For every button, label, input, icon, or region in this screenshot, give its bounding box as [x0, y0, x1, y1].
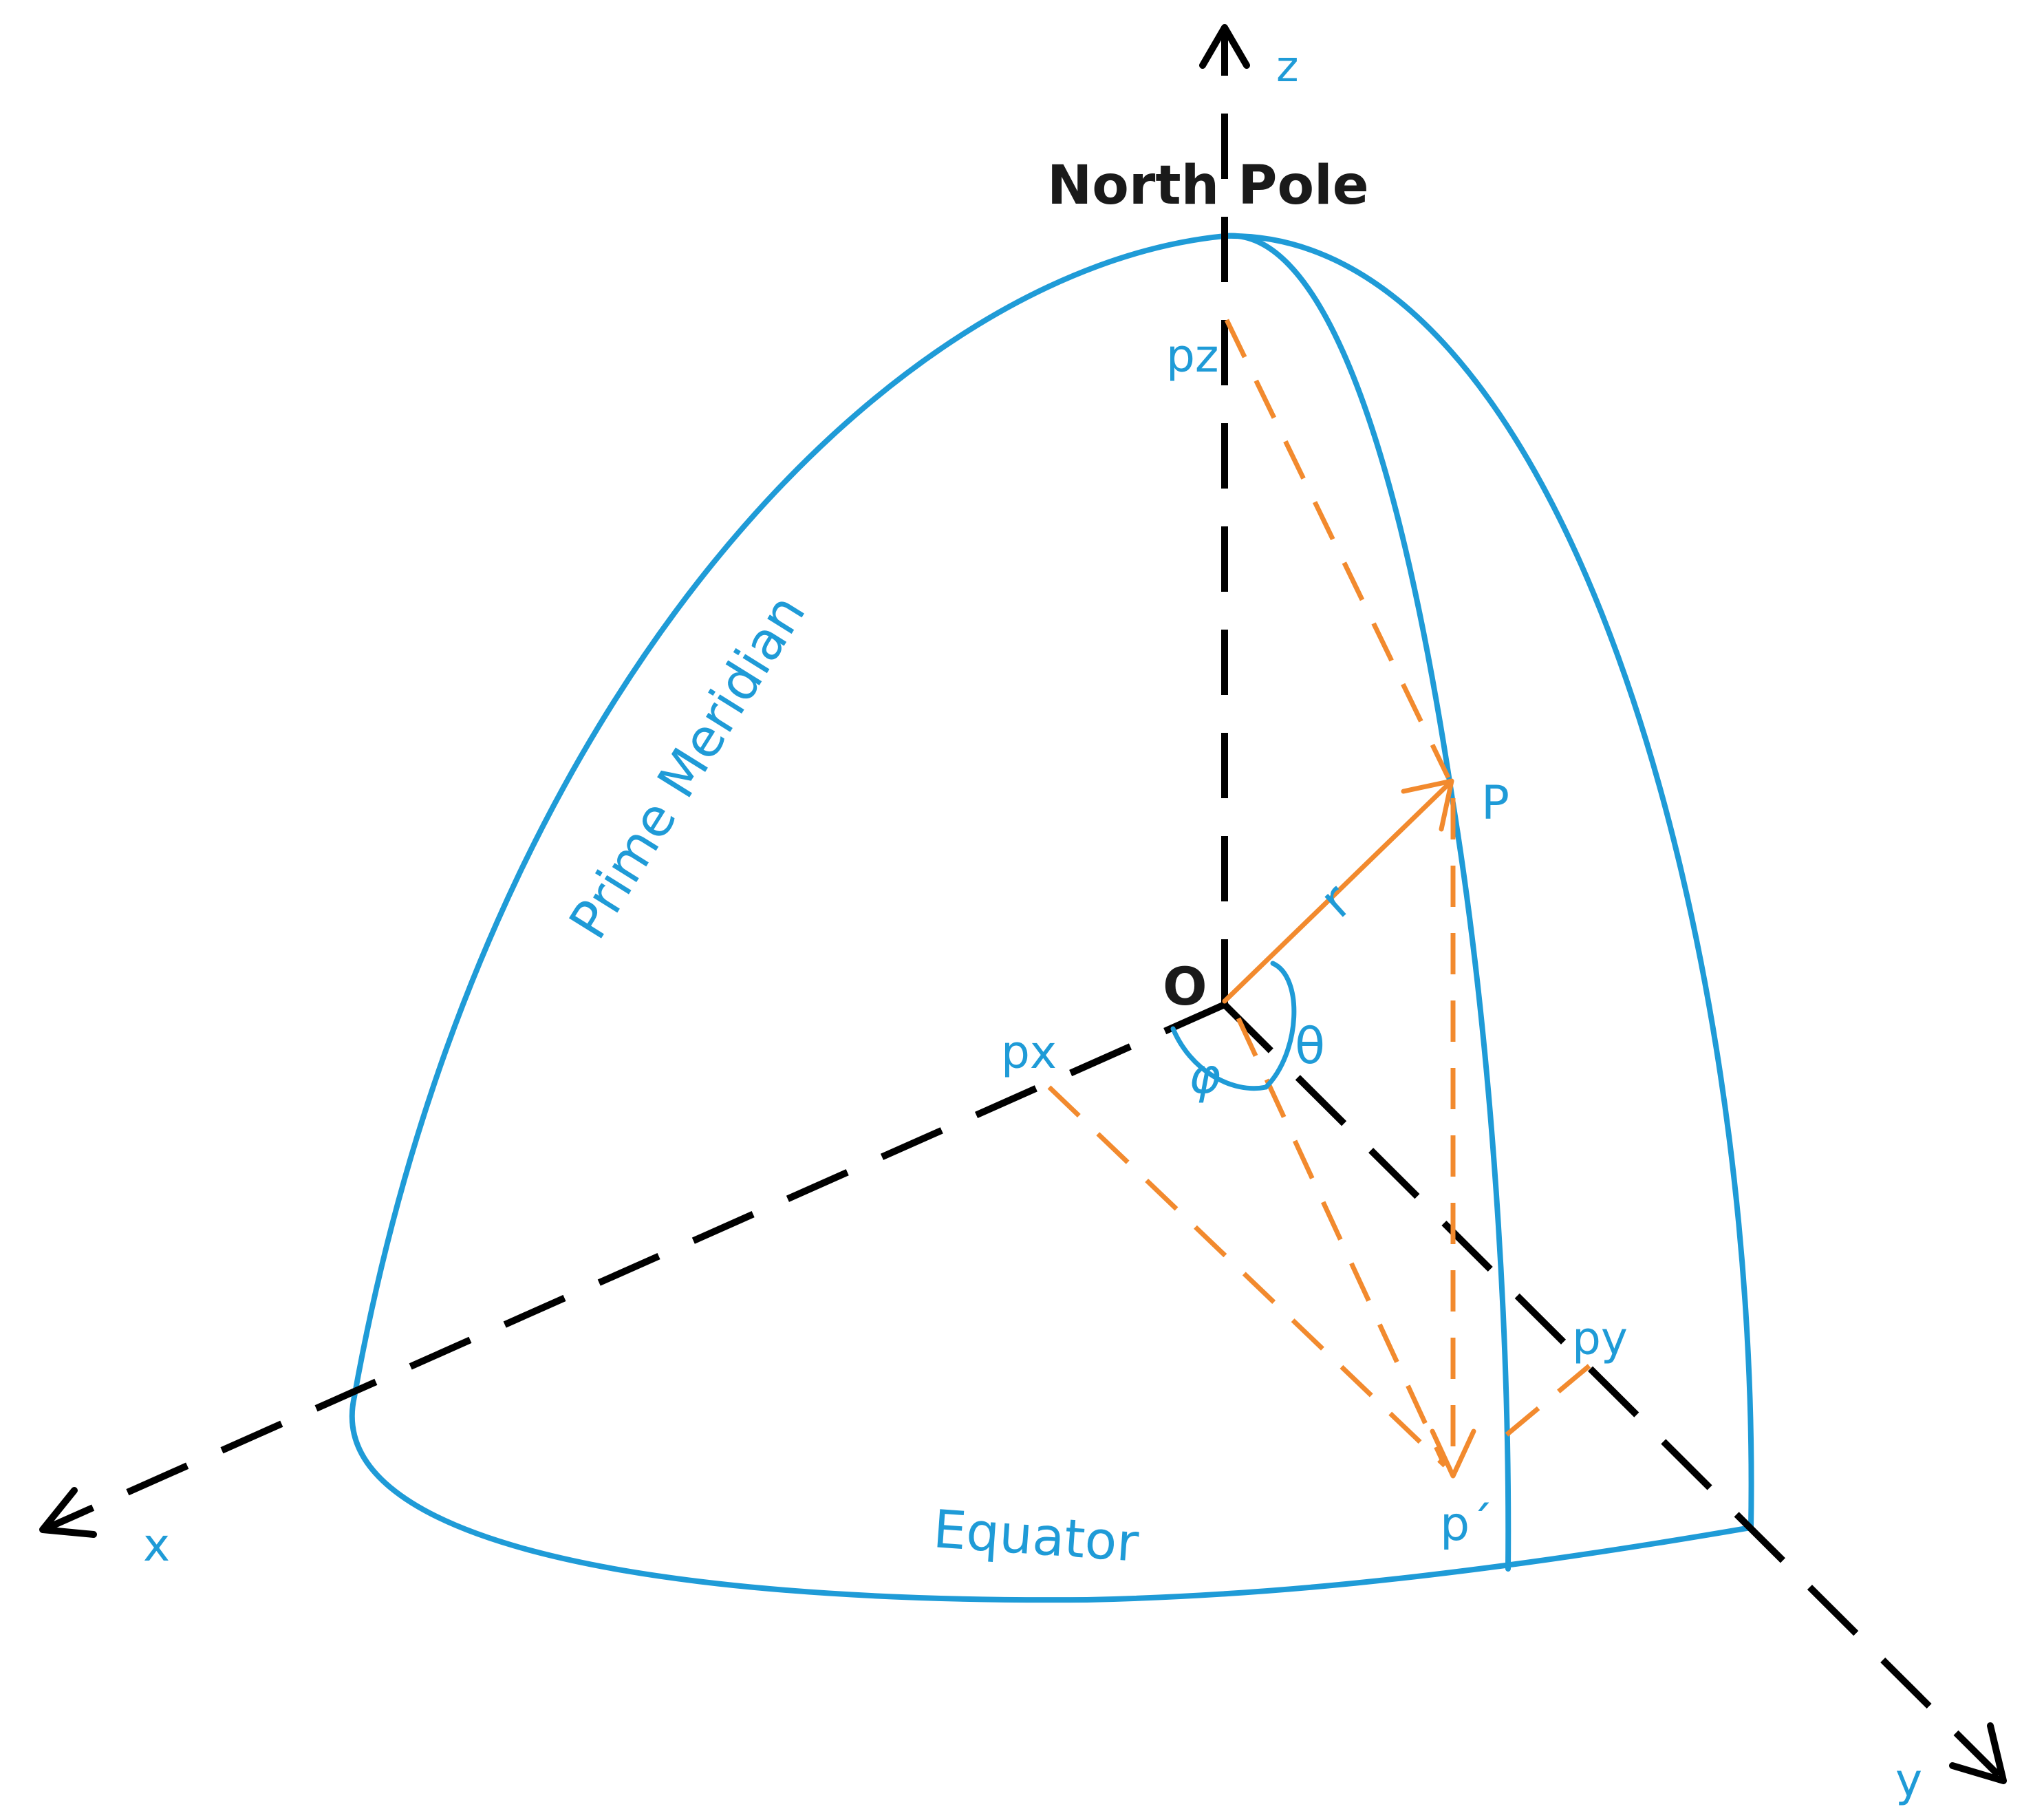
- pprime-to-py-dash: [1505, 1364, 1591, 1437]
- py-label: py: [1572, 1312, 1628, 1365]
- pz-to-p-dash: [1224, 319, 1451, 779]
- x-axis-arrowhead: [39, 1487, 97, 1538]
- origin-label: O: [1163, 956, 1207, 1017]
- z-axis-label: z: [1276, 41, 1299, 92]
- radius-vector: [1222, 782, 1451, 1004]
- y-axis: [1222, 1002, 2001, 1778]
- x-axis-label: x: [143, 1519, 170, 1572]
- x-axis: [46, 1001, 1227, 1531]
- north-pole-label: North Pole: [1047, 155, 1369, 217]
- radius-vector-arrowhead: [1401, 778, 1454, 832]
- y-axis-label: y: [1895, 1754, 1922, 1807]
- prime-meridian-label: Prime Meridian: [557, 584, 817, 949]
- inner-meridian-curve: [1222, 233, 1512, 1572]
- equator-curve: [349, 1394, 1754, 1603]
- point-p-label: P: [1481, 776, 1509, 831]
- outer-right-meridian-curve: [1222, 233, 1754, 1530]
- point-pprime-label: p´: [1440, 1497, 1493, 1552]
- phi-label: φ: [1189, 1048, 1220, 1104]
- equator-label: Equator: [932, 1498, 1141, 1574]
- y-axis-arrowhead: [1949, 1722, 2007, 1784]
- radius-label: r: [1309, 872, 1363, 928]
- px-label: px: [1001, 1026, 1057, 1079]
- z-axis-arrowhead: [1199, 24, 1250, 69]
- prime-meridian-curve: [352, 233, 1227, 1400]
- pprime-arrowhead: [1430, 1428, 1476, 1479]
- phi-angle-arc: [1170, 1026, 1269, 1091]
- theta-label: θ: [1295, 1017, 1325, 1075]
- pz-label: pz: [1166, 330, 1219, 383]
- origin-to-pprime-dash: [1236, 1017, 1448, 1467]
- px-to-pprime-dash: [1047, 1085, 1447, 1468]
- theta-angle-arc: [1263, 961, 1297, 1090]
